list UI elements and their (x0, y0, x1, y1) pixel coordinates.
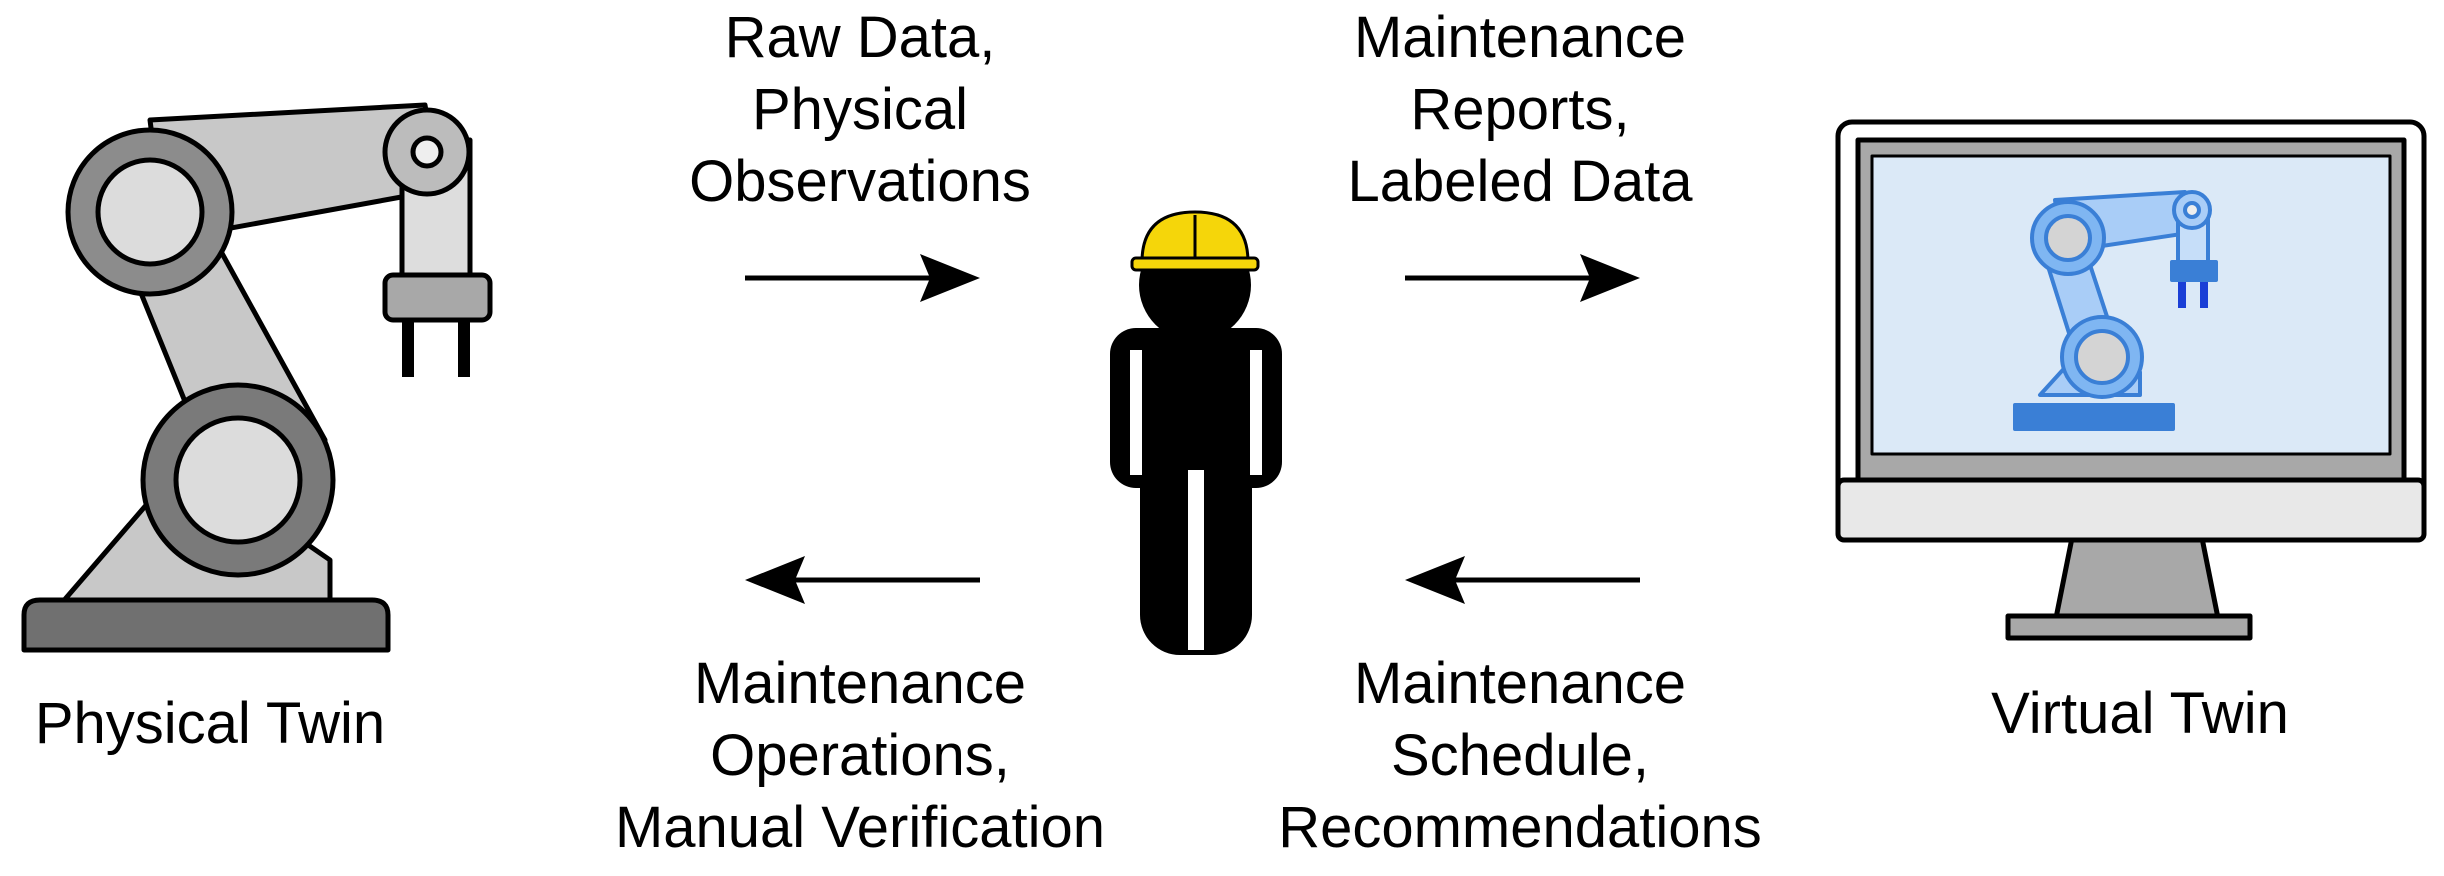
label-robot-to-worker: Raw Data, Physical Observations (689, 5, 1031, 214)
arrow-to-computer (1405, 254, 1640, 302)
physical-twin-label: Physical Twin (34, 691, 386, 756)
robot-arm-icon (21, 102, 493, 653)
label-computer-to-worker: Maintenance Schedule, Recommendations (1278, 651, 1762, 860)
label-worker-to-robot: Maintenance Operations, Manual Verificat… (614, 651, 1106, 860)
virtual-twin-label: Virtual Twin (1991, 681, 2289, 746)
worker-icon (1110, 210, 1282, 655)
arrow-to-worker (745, 254, 980, 302)
hard-hat-icon (1130, 210, 1260, 272)
virtual-robot-icon (2013, 190, 2218, 431)
arrow-from-computer (1405, 556, 1640, 604)
label-worker-to-computer: Maintenance Reports, Labeled Data (1347, 5, 1693, 214)
arrow-to-robot (745, 556, 980, 604)
